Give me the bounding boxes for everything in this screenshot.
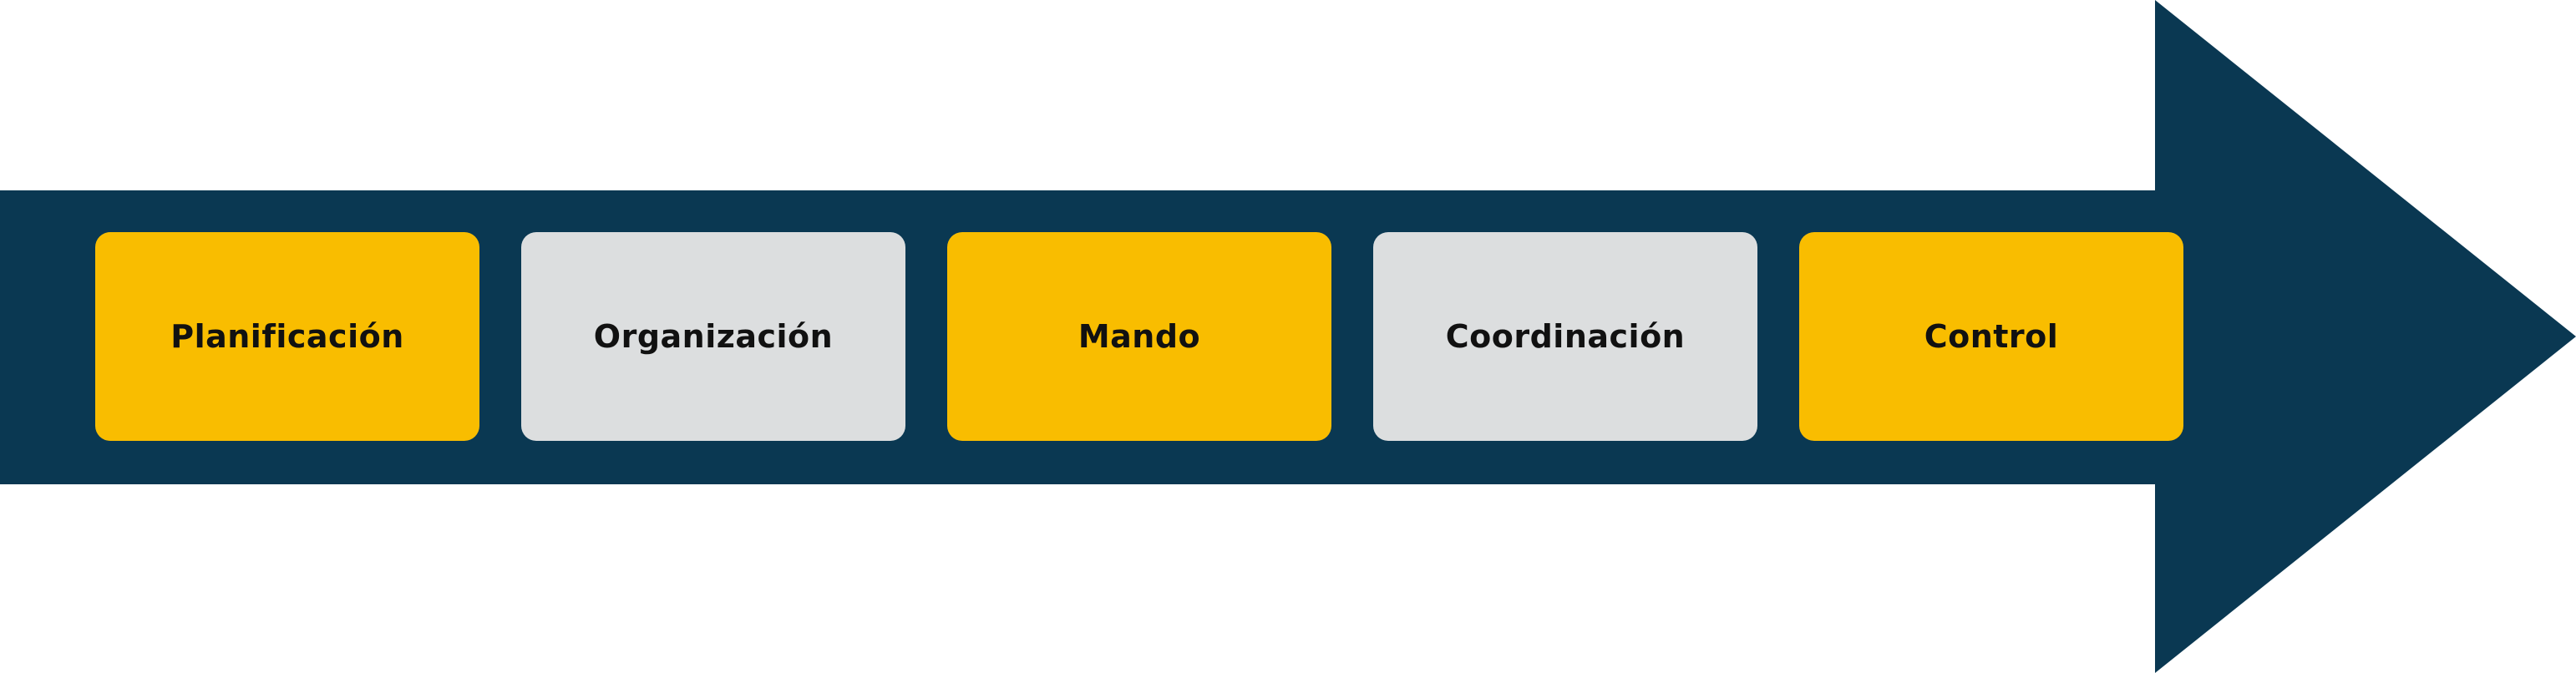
step-coordinacion: Coordinación — [1373, 232, 1757, 441]
step-label-coordinacion: Coordinación — [1445, 318, 1686, 355]
step-planificacion: Planificación — [95, 232, 479, 441]
step-label-planificacion: Planificación — [170, 318, 404, 355]
step-organizacion: Organización — [521, 232, 905, 441]
step-mando: Mando — [947, 232, 1331, 441]
step-label-mando: Mando — [1078, 318, 1201, 355]
step-label-organizacion: Organización — [593, 318, 834, 355]
step-label-control: Control — [1924, 318, 2059, 355]
step-control: Control — [1799, 232, 2183, 441]
